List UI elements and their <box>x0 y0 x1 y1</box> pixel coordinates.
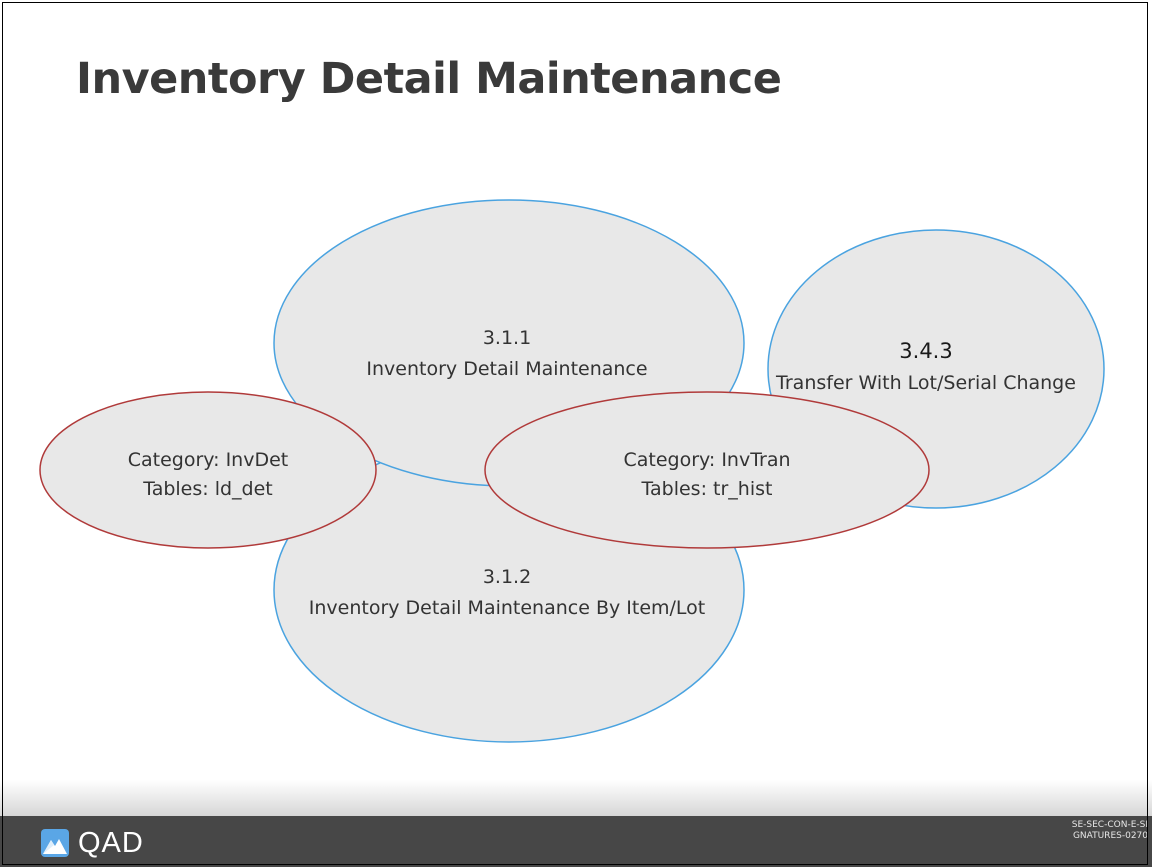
qad-logo-icon <box>41 829 69 857</box>
footer-bar: QAD SE-SEC-CON-E-SIGNATURES-0270 <box>0 816 1152 867</box>
slide-code: SE-SEC-CON-E-SIGNATURES-0270 <box>1071 820 1148 841</box>
qad-logo: QAD <box>40 828 144 858</box>
logo-text: QAD <box>78 827 144 859</box>
category-tables-invtran: Tables: tr_hist <box>641 478 773 500</box>
category-ellipse-invtran <box>484 391 930 549</box>
category-ellipse-invdet <box>39 391 377 549</box>
program-name-3-4-3: Transfer With Lot/Serial Change <box>775 372 1076 394</box>
venn-diagram: 3.1.1 Inventory Detail Maintenance 3.1.2… <box>39 199 1105 743</box>
program-number-3-4-3: 3.4.3 <box>899 339 952 363</box>
program-name-3-1-2: Inventory Detail Maintenance By Item/Lot <box>309 597 706 619</box>
program-name-3-1-1: Inventory Detail Maintenance <box>366 358 647 380</box>
footer-gradient <box>0 780 1152 816</box>
category-name-invdet: Category: InvDet <box>128 449 289 471</box>
page-title: Inventory Detail Maintenance <box>76 54 782 104</box>
program-number-3-1-2: 3.1.2 <box>483 566 531 588</box>
program-number-3-1-1: 3.1.1 <box>483 327 531 349</box>
category-name-invtran: Category: InvTran <box>623 449 790 471</box>
category-tables-invdet: Tables: ld_det <box>142 478 273 500</box>
